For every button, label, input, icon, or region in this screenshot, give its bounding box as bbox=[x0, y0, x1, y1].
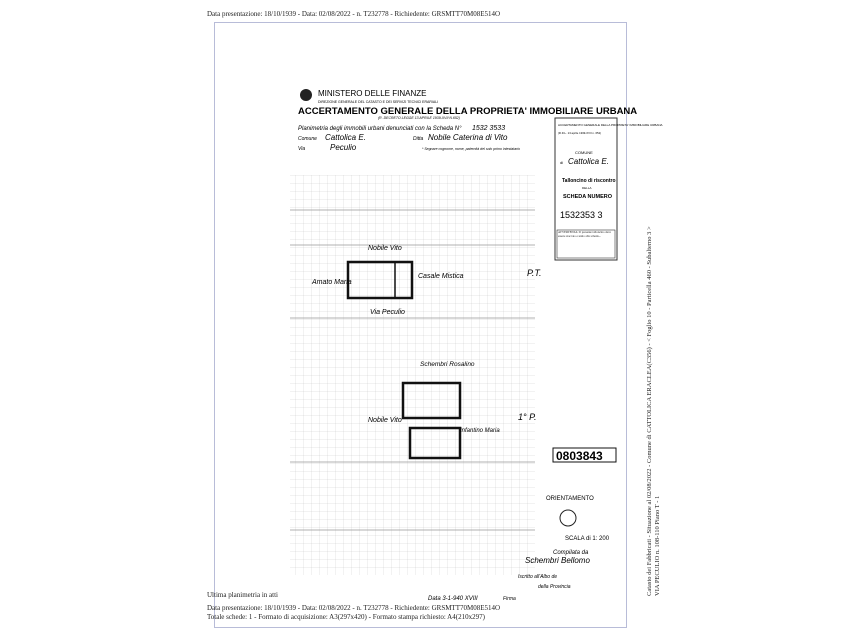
svg-text:Data 3-1-940 XVIII: Data 3-1-940 XVIII bbox=[428, 596, 478, 602]
last-plan-note: Ultima planimetria in atti bbox=[207, 591, 278, 599]
svg-text:1° P.: 1° P. bbox=[518, 412, 536, 422]
svg-text:Schembri Bellomo: Schembri Bellomo bbox=[525, 556, 590, 565]
svg-text:(R. DECRETO LEGGE 13 APRILE 19: (R. DECRETO LEGGE 13 APRILE 1939-XVII N.… bbox=[378, 116, 460, 120]
svg-text:Comune: Comune bbox=[298, 136, 317, 142]
document-frame bbox=[214, 22, 627, 628]
svg-text:Schembri Rosalino: Schembri Rosalino bbox=[420, 361, 475, 368]
footer-line-1: Data presentazione: 18/10/1939 - Data: 0… bbox=[207, 604, 501, 612]
svg-text:P.T.: P.T. bbox=[527, 268, 542, 278]
svg-text:1532 3533: 1532 3533 bbox=[472, 125, 505, 132]
svg-text:Firma: Firma bbox=[503, 596, 516, 602]
svg-text:SCHEDA NUMERO: SCHEDA NUMERO bbox=[563, 194, 613, 200]
emblem-icon bbox=[300, 89, 312, 101]
svg-text:Casale Mistica: Casale Mistica bbox=[418, 273, 464, 280]
svg-text:Iscritto all'Albo de: Iscritto all'Albo de bbox=[518, 574, 557, 580]
svg-text:della Provincia: della Provincia bbox=[538, 584, 571, 590]
svg-text:Compilata da: Compilata da bbox=[553, 550, 589, 556]
svg-text:Peculio: Peculio bbox=[330, 143, 357, 152]
svg-text:Nobile Vito: Nobile Vito bbox=[368, 245, 402, 252]
svg-text:DELLA: DELLA bbox=[582, 186, 592, 190]
stamp-number: 0803843 bbox=[556, 449, 603, 463]
svg-text:DIREZIONE GENERALE DEL CATASTO: DIREZIONE GENERALE DEL CATASTO E DEI SER… bbox=[318, 100, 438, 104]
svg-text:Infantino Maria: Infantino Maria bbox=[460, 428, 500, 434]
svg-text:Via Peculio: Via Peculio bbox=[370, 309, 405, 316]
svg-text:MINISTERO DELLE FINANZE: MINISTERO DELLE FINANZE bbox=[318, 89, 426, 98]
svg-text:ACCERTAMENTO GENERALE DELLA PR: ACCERTAMENTO GENERALE DELLA PROPRIETA' I… bbox=[298, 106, 637, 117]
footer-line-2: Totale schede: 1 - Formato di acquisizio… bbox=[207, 613, 485, 621]
svg-text:COMUNE: COMUNE bbox=[575, 150, 593, 155]
svg-text:ORIENTAMENTO: ORIENTAMENTO bbox=[546, 496, 594, 502]
side-cadastre-info: Catasto dei Fabbricati - Situazione al 0… bbox=[646, 226, 661, 596]
compass-icon bbox=[559, 509, 577, 527]
svg-text:* Segnare cognome, nome, pater: * Segnare cognome, nome, paternità del s… bbox=[422, 147, 520, 151]
svg-text:SCALA di 1: 200: SCALA di 1: 200 bbox=[565, 536, 610, 542]
svg-text:Nobile Vito: Nobile Vito bbox=[368, 417, 402, 424]
svg-text:Cattolica E.: Cattolica E. bbox=[325, 133, 366, 142]
header-info: Data presentazione: 18/10/1939 - Data: 0… bbox=[207, 10, 501, 18]
svg-text:Cattolica E.: Cattolica E. bbox=[568, 157, 609, 166]
svg-text:Amato Maria: Amato Maria bbox=[311, 279, 352, 286]
svg-text:Nobile Caterina di Vito: Nobile Caterina di Vito bbox=[428, 133, 508, 142]
svg-text:ACCERTAMENTO GENERALE DELLA PR: ACCERTAMENTO GENERALE DELLA PROPRIETA' I… bbox=[558, 123, 663, 127]
svg-text:Talloncino di riscontro: Talloncino di riscontro bbox=[562, 178, 616, 184]
svg-text:di: di bbox=[560, 160, 563, 165]
svg-text:Ditta: Ditta bbox=[413, 136, 424, 142]
svg-text:1532353 3: 1532353 3 bbox=[560, 210, 603, 220]
svg-text:Via: Via bbox=[298, 146, 305, 152]
svg-text:(R.D.L. 13 aprile 1939-XVII n.: (R.D.L. 13 aprile 1939-XVII n. 652) bbox=[558, 131, 601, 135]
svg-text:Planimetria degli immobili urb: Planimetria degli immobili urbani denunc… bbox=[298, 126, 462, 132]
